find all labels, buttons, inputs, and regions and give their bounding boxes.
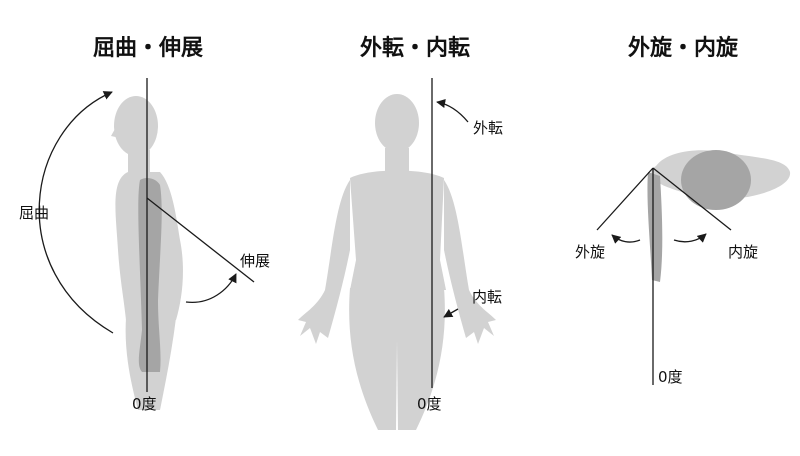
flexion-label: 屈曲	[19, 204, 50, 222]
extension-label: 伸展	[240, 252, 271, 270]
adduction-arrow	[443, 308, 459, 318]
external-rotation-line	[596, 167, 654, 231]
side-view-arm	[138, 177, 162, 372]
flexion-arrow	[38, 91, 114, 334]
internal-rotation-line	[652, 167, 732, 231]
zero-degree-label: 0度	[658, 368, 683, 386]
top-view-head	[681, 150, 751, 210]
front-view-figure	[298, 94, 496, 430]
abduction-label: 外転	[473, 119, 504, 137]
extension-arrow	[185, 273, 237, 304]
adduction-label: 内転	[472, 288, 503, 306]
flexion-extension-title: 屈曲・伸展	[93, 36, 204, 61]
zero-degree-label: 0度	[132, 395, 157, 413]
zero-degree-label: 0度	[417, 395, 442, 413]
rotation-title: 外旋・内旋	[628, 36, 739, 61]
internal-rotation-arrow	[673, 233, 707, 243]
abduction-arrow	[436, 98, 469, 123]
external-rotation-label: 外旋	[575, 243, 606, 261]
extension-limb-line	[146, 197, 255, 283]
top-view-arm	[647, 172, 663, 282]
abduction-adduction-title: 外転・内転	[360, 36, 471, 61]
internal-rotation-label: 内旋	[728, 243, 759, 261]
external-rotation-arrow	[611, 234, 641, 244]
